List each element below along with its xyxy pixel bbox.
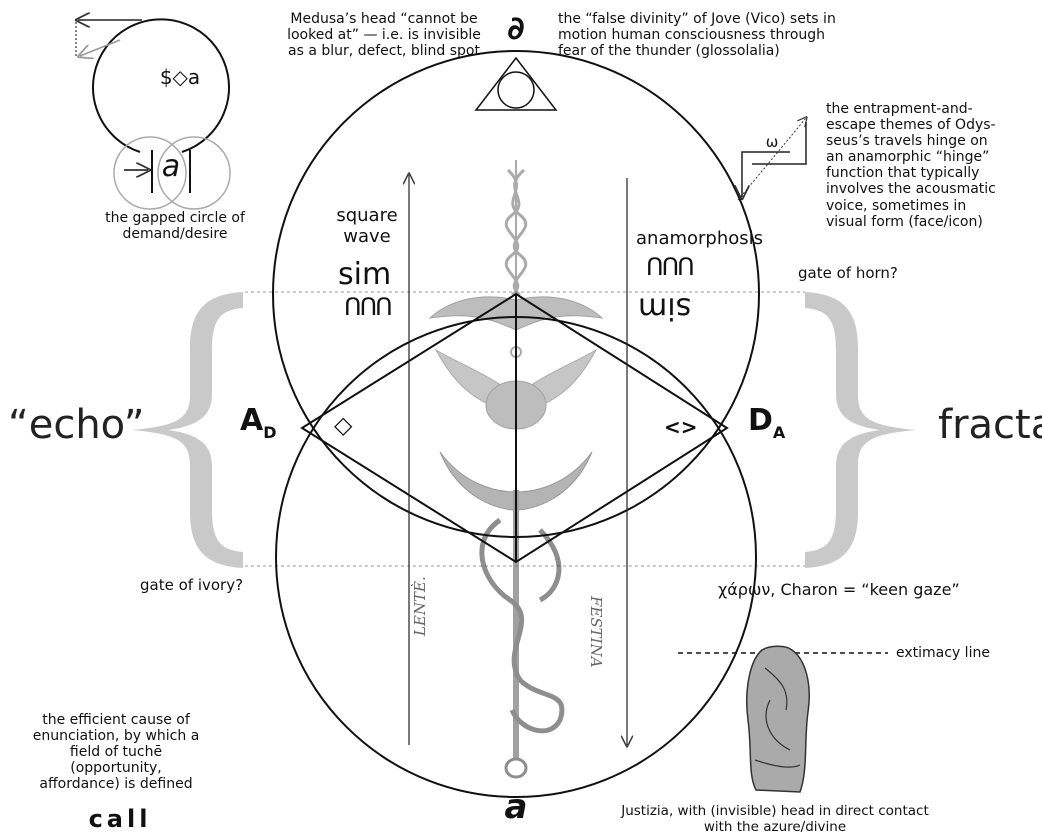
justizia-caption: Justizia, with (invisible) head in direc… (620, 804, 930, 835)
small-a-label: a (156, 150, 186, 185)
efficient-cause-note: the efficient cause of enunciation, by w… (28, 712, 204, 792)
ad-label: AD (240, 404, 277, 442)
extimacy-label: extimacy line (896, 645, 990, 661)
odysseus-note: the entrapment-and-escape themes of Odys… (826, 101, 1008, 230)
matheme-label: $◇a (140, 66, 220, 89)
lozenge-symbol: ◇ (334, 412, 352, 440)
da-sub: A (773, 423, 785, 442)
fractal-label: fractal (938, 402, 1042, 448)
hinge-diagonal (738, 118, 806, 200)
top-symbol: ∂ (496, 10, 536, 47)
anchor-ring (506, 759, 526, 777)
dolphin (482, 520, 562, 731)
omega-label: ω (760, 134, 784, 151)
sim-right-label: sim (638, 290, 691, 325)
echo-label: “echo” (8, 402, 144, 448)
top-triangle (476, 58, 556, 110)
lente-label: LENTÈ. (412, 576, 429, 636)
call-label: call (80, 806, 160, 834)
jove-note: the “false divinity” of Jove (Vico) sets… (558, 11, 838, 59)
medusa-note: Medusa’s head “cannot be looked at” — i.… (285, 11, 483, 59)
right-brace (805, 292, 916, 568)
festina-label: FESTINA (587, 596, 604, 668)
wave-right-glyph: ՈՈՈ (646, 254, 693, 282)
ad-main: A (240, 403, 263, 438)
da-label: DA (748, 404, 785, 442)
return-arrow-gray (80, 40, 120, 56)
ad-sub: D (263, 423, 276, 442)
bottom-symbol: a (496, 788, 536, 827)
hinge-left-arm (742, 152, 790, 197)
square-wave-label: square wave (332, 206, 402, 247)
da-main: D (748, 403, 773, 438)
hinge-figure (738, 118, 806, 200)
charon-label: χάρων, Charon = “keen gaze” (718, 581, 960, 599)
angle-brackets-symbol: <> (664, 416, 698, 439)
sim-left-label: sim (338, 258, 391, 293)
top-triangle-circle (498, 72, 534, 108)
gapped-circle-caption: the gapped circle of demand/desire (90, 210, 260, 242)
left-brace (132, 292, 243, 568)
justizia-statue (747, 646, 809, 792)
gapped-circle-figure (76, 19, 230, 209)
gate-of-ivory-label: gate of ivory? (140, 577, 243, 594)
anamorphosis-label: anamorphosis (636, 229, 776, 250)
wave-left-glyph: ՈՈՈ (344, 294, 391, 322)
gate-of-horn-label: gate of horn? (798, 265, 898, 282)
